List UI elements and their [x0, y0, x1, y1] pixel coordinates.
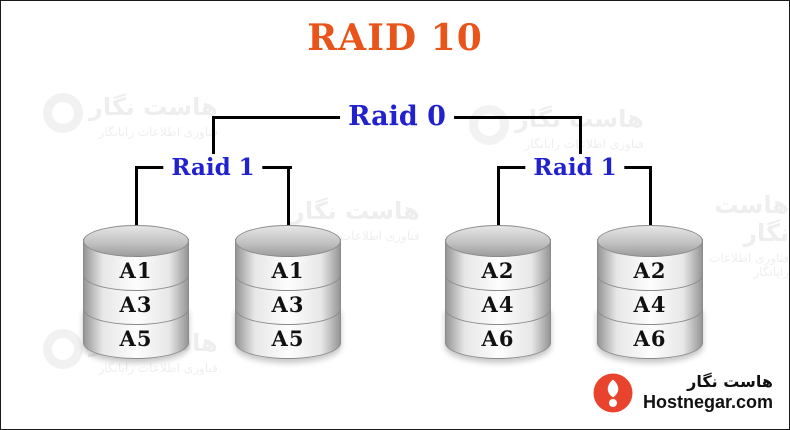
block-label: A6 — [633, 326, 667, 351]
block-label: A4 — [633, 292, 667, 317]
watermark: هاست نگار فناوری اطلاعات رایانگار — [43, 93, 218, 139]
disk-2: A1 A3 A5 — [235, 225, 341, 359]
watermark-text: هاست نگار — [89, 93, 218, 121]
block-label: A2 — [481, 258, 515, 283]
disk-1: A1 A3 A5 — [83, 225, 189, 359]
disk-cap — [235, 225, 341, 257]
watermark: هاست نگار فناوری اطلاعات رایانگار — [469, 105, 644, 151]
block-label: A3 — [119, 292, 153, 317]
hostnegar-logo-icon — [593, 373, 633, 412]
watermark-subtext: فناوری اطلاعات رایانگار — [98, 125, 218, 139]
disk-cap — [445, 225, 551, 257]
watermark-logo-icon — [43, 93, 83, 133]
diagram-title: RAID 10 — [307, 17, 483, 59]
connector-line-disk1-drop — [135, 166, 138, 229]
block-label: A1 — [271, 258, 305, 283]
connector-line-raid0-left-drop — [212, 116, 215, 169]
raid1-right-label: Raid 1 — [525, 154, 625, 181]
block-label: A1 — [119, 258, 153, 283]
watermark-subtext: فناوری اطلاعات رایانگار — [98, 361, 218, 375]
block-label: A2 — [633, 258, 667, 283]
brand-url: Hostnegar.com — [642, 392, 773, 412]
block-label: A5 — [119, 326, 153, 351]
disk-3: A2 A4 A6 — [445, 225, 551, 359]
block-label: A3 — [271, 292, 305, 317]
watermark-text: هاست نگار — [291, 197, 420, 225]
raid0-label: Raid 0 — [340, 101, 454, 132]
brand: هاست نگار Hostnegar.com — [593, 372, 773, 413]
connector-line-disk2-drop — [287, 166, 290, 229]
disk-segment: A5 — [83, 307, 189, 359]
block-label: A5 — [271, 326, 305, 351]
watermark-logo-icon — [43, 329, 83, 369]
watermark-subtext: فناوری اطلاعات رایانگار — [524, 137, 644, 151]
connector-line-raid0-right-drop — [579, 116, 582, 169]
disk-cap — [83, 225, 189, 257]
connector-line-disk3-drop — [497, 166, 500, 229]
disk-cap — [597, 225, 703, 257]
brand-name: هاست نگار — [687, 372, 773, 391]
disk-4: A2 A4 A6 — [597, 225, 703, 359]
raid1-left-label: Raid 1 — [163, 154, 263, 181]
watermark-subtext: فناوری اطلاعات رایانگار — [709, 251, 789, 279]
connector-line-disk4-drop — [649, 166, 652, 229]
watermark-logo-icon — [469, 105, 509, 145]
watermark: هاست نگار فناوری اطلاعات رایانگار — [673, 191, 789, 279]
block-label: A4 — [481, 292, 515, 317]
watermark-text: هاست نگار — [714, 191, 789, 247]
block-label: A6 — [481, 326, 515, 351]
